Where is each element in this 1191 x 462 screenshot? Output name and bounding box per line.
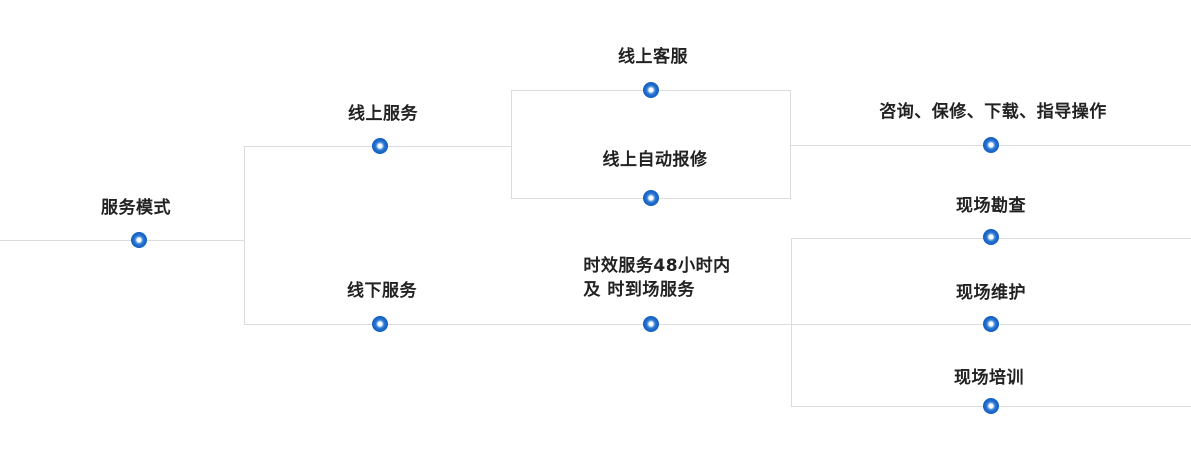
root-label: 服务模式	[101, 198, 171, 218]
maintain-label: 现场维护	[956, 283, 1026, 303]
root-branch-vertical	[244, 146, 245, 324]
survey-node	[983, 229, 999, 245]
online-auto-label: 线上自动报修	[602, 150, 708, 170]
survey-label: 现场勘查	[956, 196, 1026, 216]
offline-promise-line-2: 及 时到场服务	[583, 280, 695, 300]
online-result-label: 咨询、保修、下载、指导操作	[879, 102, 1107, 122]
online-box-left	[511, 90, 512, 198]
online-node	[372, 138, 388, 154]
online-box-right	[790, 90, 791, 198]
online-result-node	[983, 137, 999, 153]
root-node	[131, 232, 147, 248]
offline-promise-line-1: 时效服务48小时内	[583, 256, 731, 276]
online-cs-label: 线上客服	[618, 47, 688, 67]
offline-connector	[244, 324, 1191, 325]
root-connector	[0, 240, 244, 241]
maintain-node	[983, 316, 999, 332]
offline-node	[372, 316, 388, 332]
online-auto-node	[643, 190, 659, 206]
offline-promise-label: 时效服务48小时内 及 时到场服务	[583, 254, 730, 302]
offline-label: 线下服务	[347, 281, 417, 301]
online-cs-node	[643, 82, 659, 98]
offline-promise-node	[643, 316, 659, 332]
online-label: 线上服务	[348, 104, 418, 124]
training-node	[983, 398, 999, 414]
offline-box-left	[791, 238, 792, 406]
training-label: 现场培训	[954, 368, 1024, 388]
